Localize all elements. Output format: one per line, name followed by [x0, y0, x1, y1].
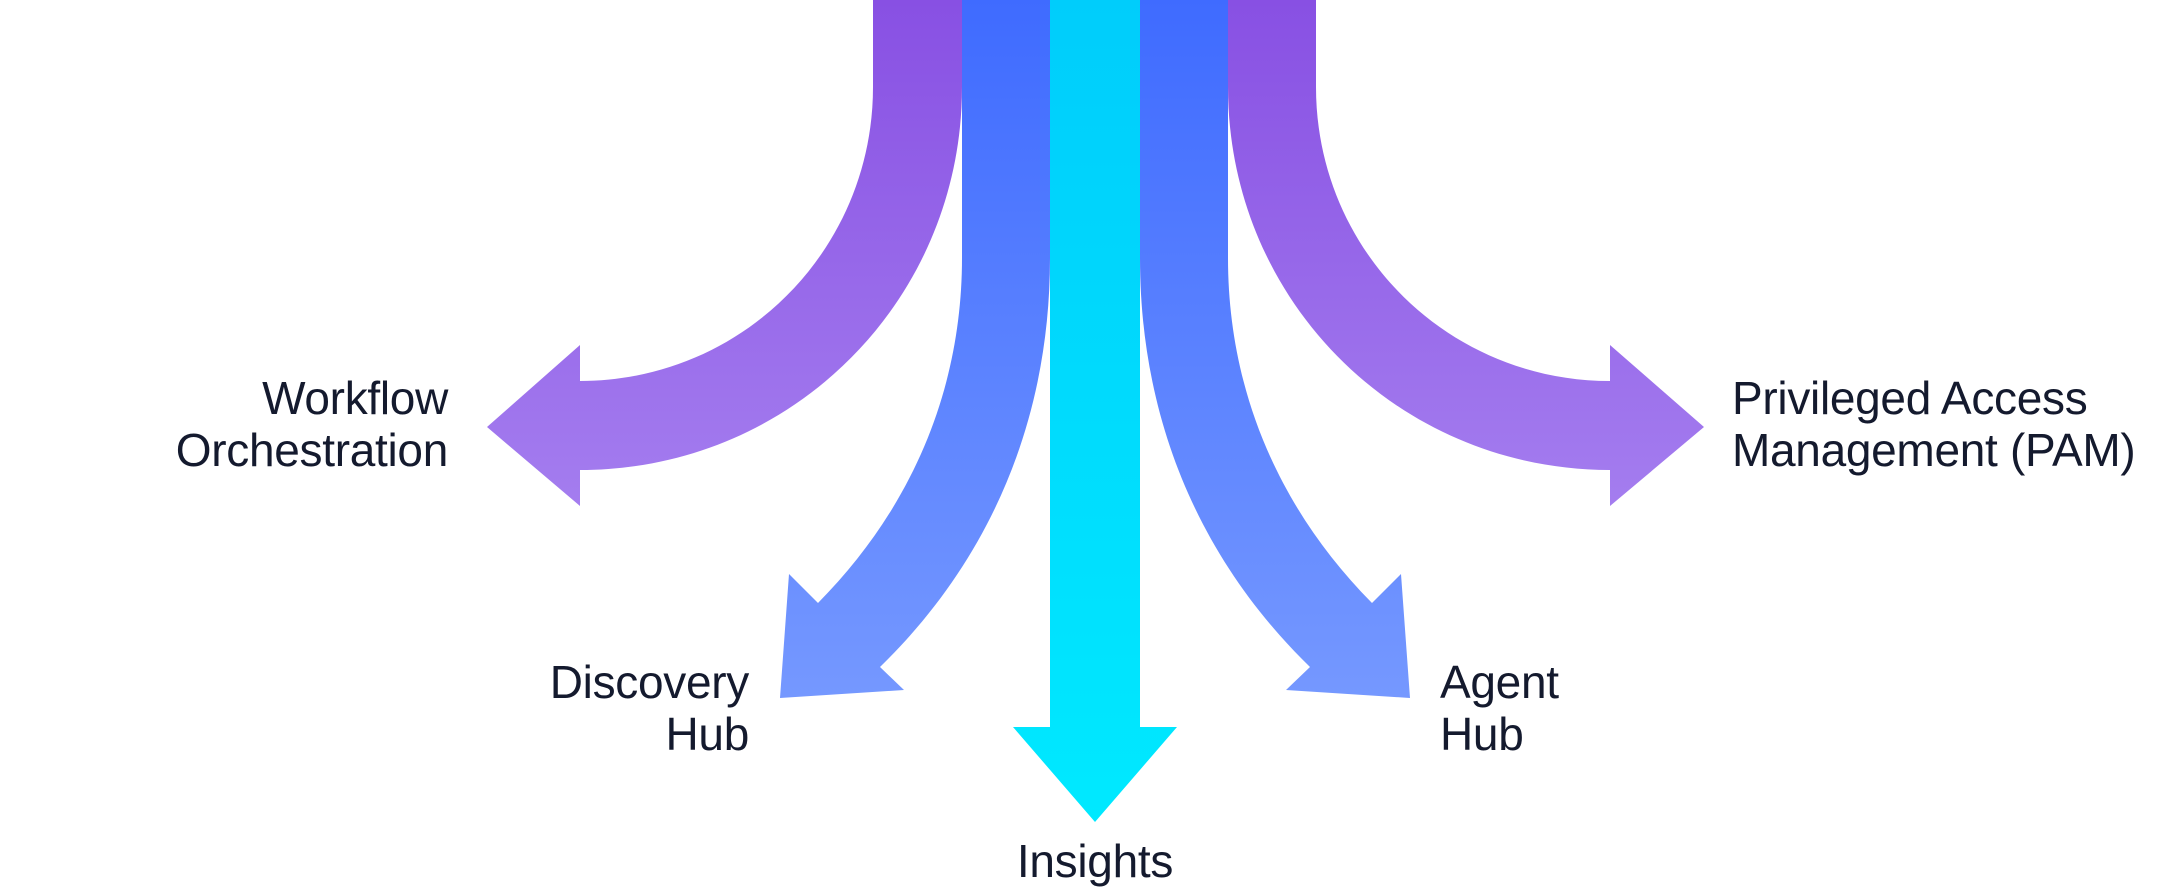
arrow-pam — [1228, 0, 1704, 506]
label-pam-line1: Privileged Access — [1732, 372, 2088, 424]
label-pam-line2: Management (PAM) — [1732, 424, 2136, 476]
label-insights: Insights — [995, 835, 1195, 887]
label-discovery-line2: Hub — [665, 708, 750, 760]
label-insights-line1: Insights — [1016, 835, 1174, 887]
label-discovery-line1: Discovery — [549, 656, 750, 708]
label-discovery-hub: Discovery Hub — [549, 656, 750, 760]
label-workflow-line1: Workflow — [262, 372, 448, 424]
label-workflow-line2: Orchestration — [175, 424, 449, 476]
label-agent-hub: Agent Hub — [1440, 656, 1559, 760]
label-workflow-orchestration: Workflow Orchestration — [175, 372, 449, 476]
label-agent-line1: Agent — [1440, 656, 1559, 708]
arrow-discovery-hub — [780, 0, 1050, 698]
label-agent-line2: Hub — [1440, 708, 1524, 760]
label-pam: Privileged Access Management (PAM) — [1732, 372, 2136, 476]
arrow-agent-hub — [1140, 0, 1410, 698]
arrow-workflow-orchestration — [487, 0, 962, 506]
arrow-insights — [1013, 0, 1177, 822]
